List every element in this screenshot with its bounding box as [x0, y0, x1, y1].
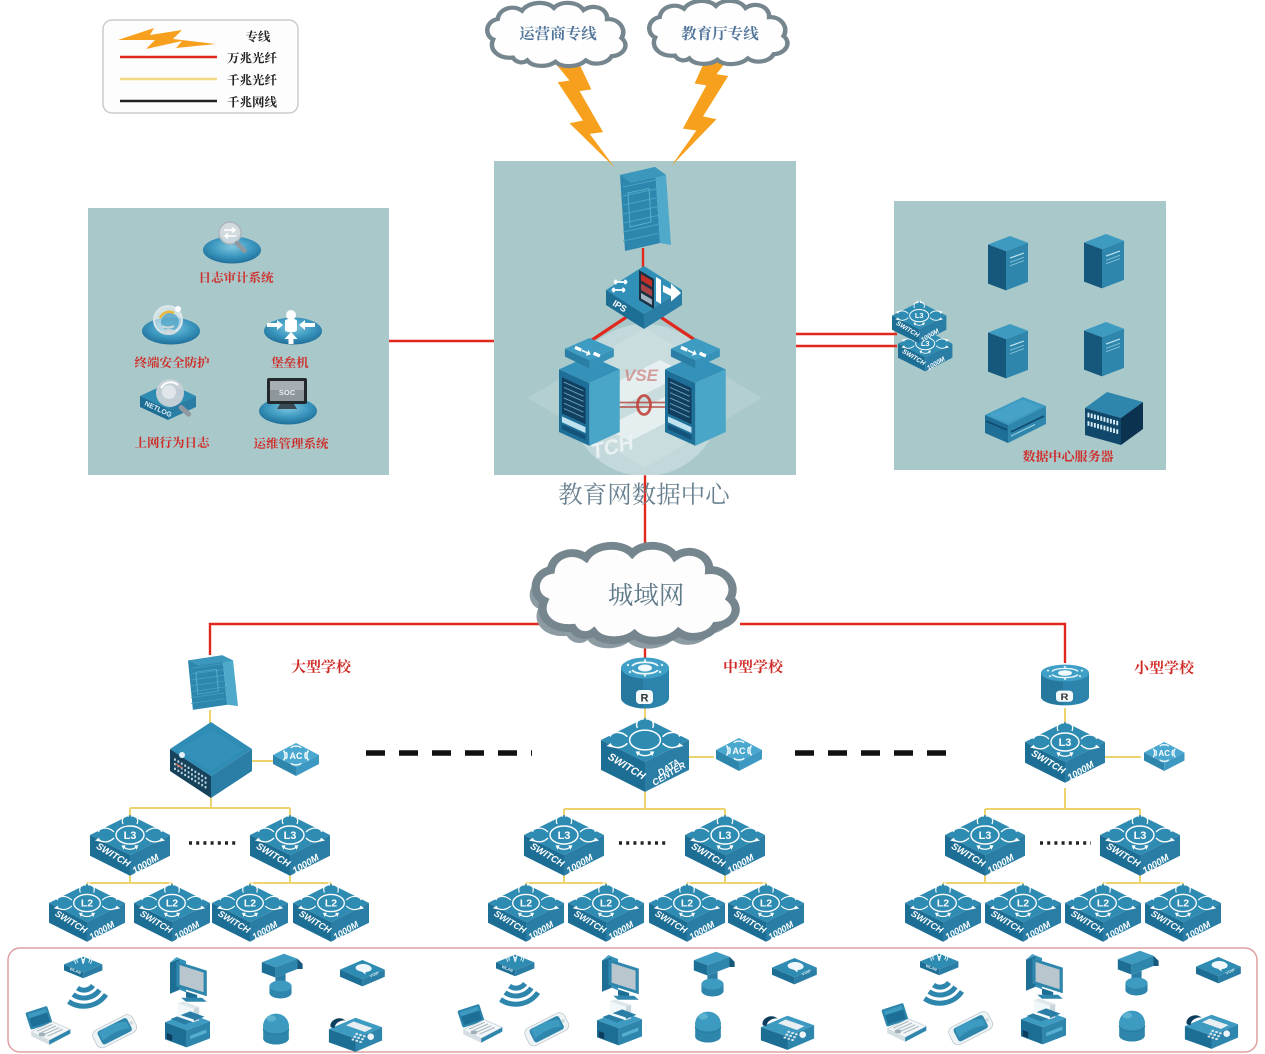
- svg-text:VSE: VSE: [624, 366, 659, 385]
- svg-text:SOC: SOC: [279, 388, 296, 397]
